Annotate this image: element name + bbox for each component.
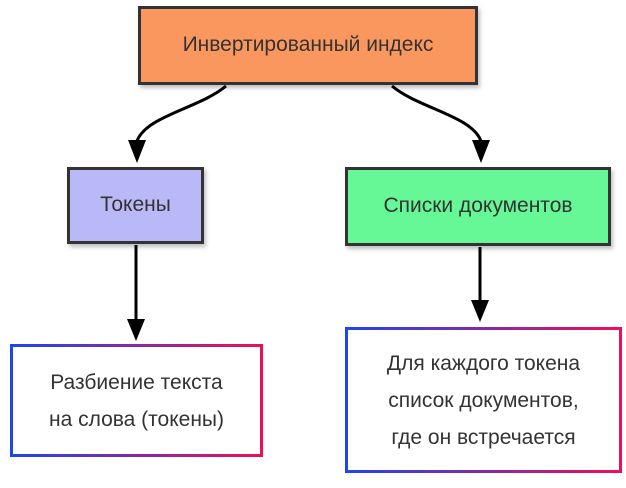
doclists-description-line-2: список документов, — [388, 388, 579, 412]
node-document-lists-label: Списки документов — [383, 194, 573, 218]
node-tokens: Токены — [67, 167, 204, 244]
tokens-description-line-2: на слова (токены) — [48, 407, 225, 431]
arrow-root-to-tokens — [135, 84, 227, 142]
node-tokens-description: Разбиение текста на слова (токены) — [10, 344, 263, 457]
node-document-lists: Списки документов — [345, 167, 611, 246]
tokens-description-line-1: Разбиение текста — [50, 370, 223, 394]
node-inverted-index-label: Инвертированный индекс — [182, 33, 434, 57]
arrowhead-root-to-tokens — [128, 140, 146, 163]
doclists-description-line-3: где он встречается — [391, 425, 576, 449]
arrowhead-doclists-to-desc — [471, 300, 489, 322]
arrowhead-root-to-doclists — [472, 140, 490, 163]
node-tokens-label: Токены — [100, 193, 171, 217]
arrowhead-tokens-to-desc — [127, 319, 145, 341]
node-document-lists-description: Для каждого токена список документов, гд… — [345, 327, 622, 473]
doclists-description-line-1: Для каждого токена — [386, 351, 581, 375]
node-inverted-index: Инвертированный индекс — [138, 6, 478, 85]
arrow-root-to-doclists — [391, 84, 483, 142]
